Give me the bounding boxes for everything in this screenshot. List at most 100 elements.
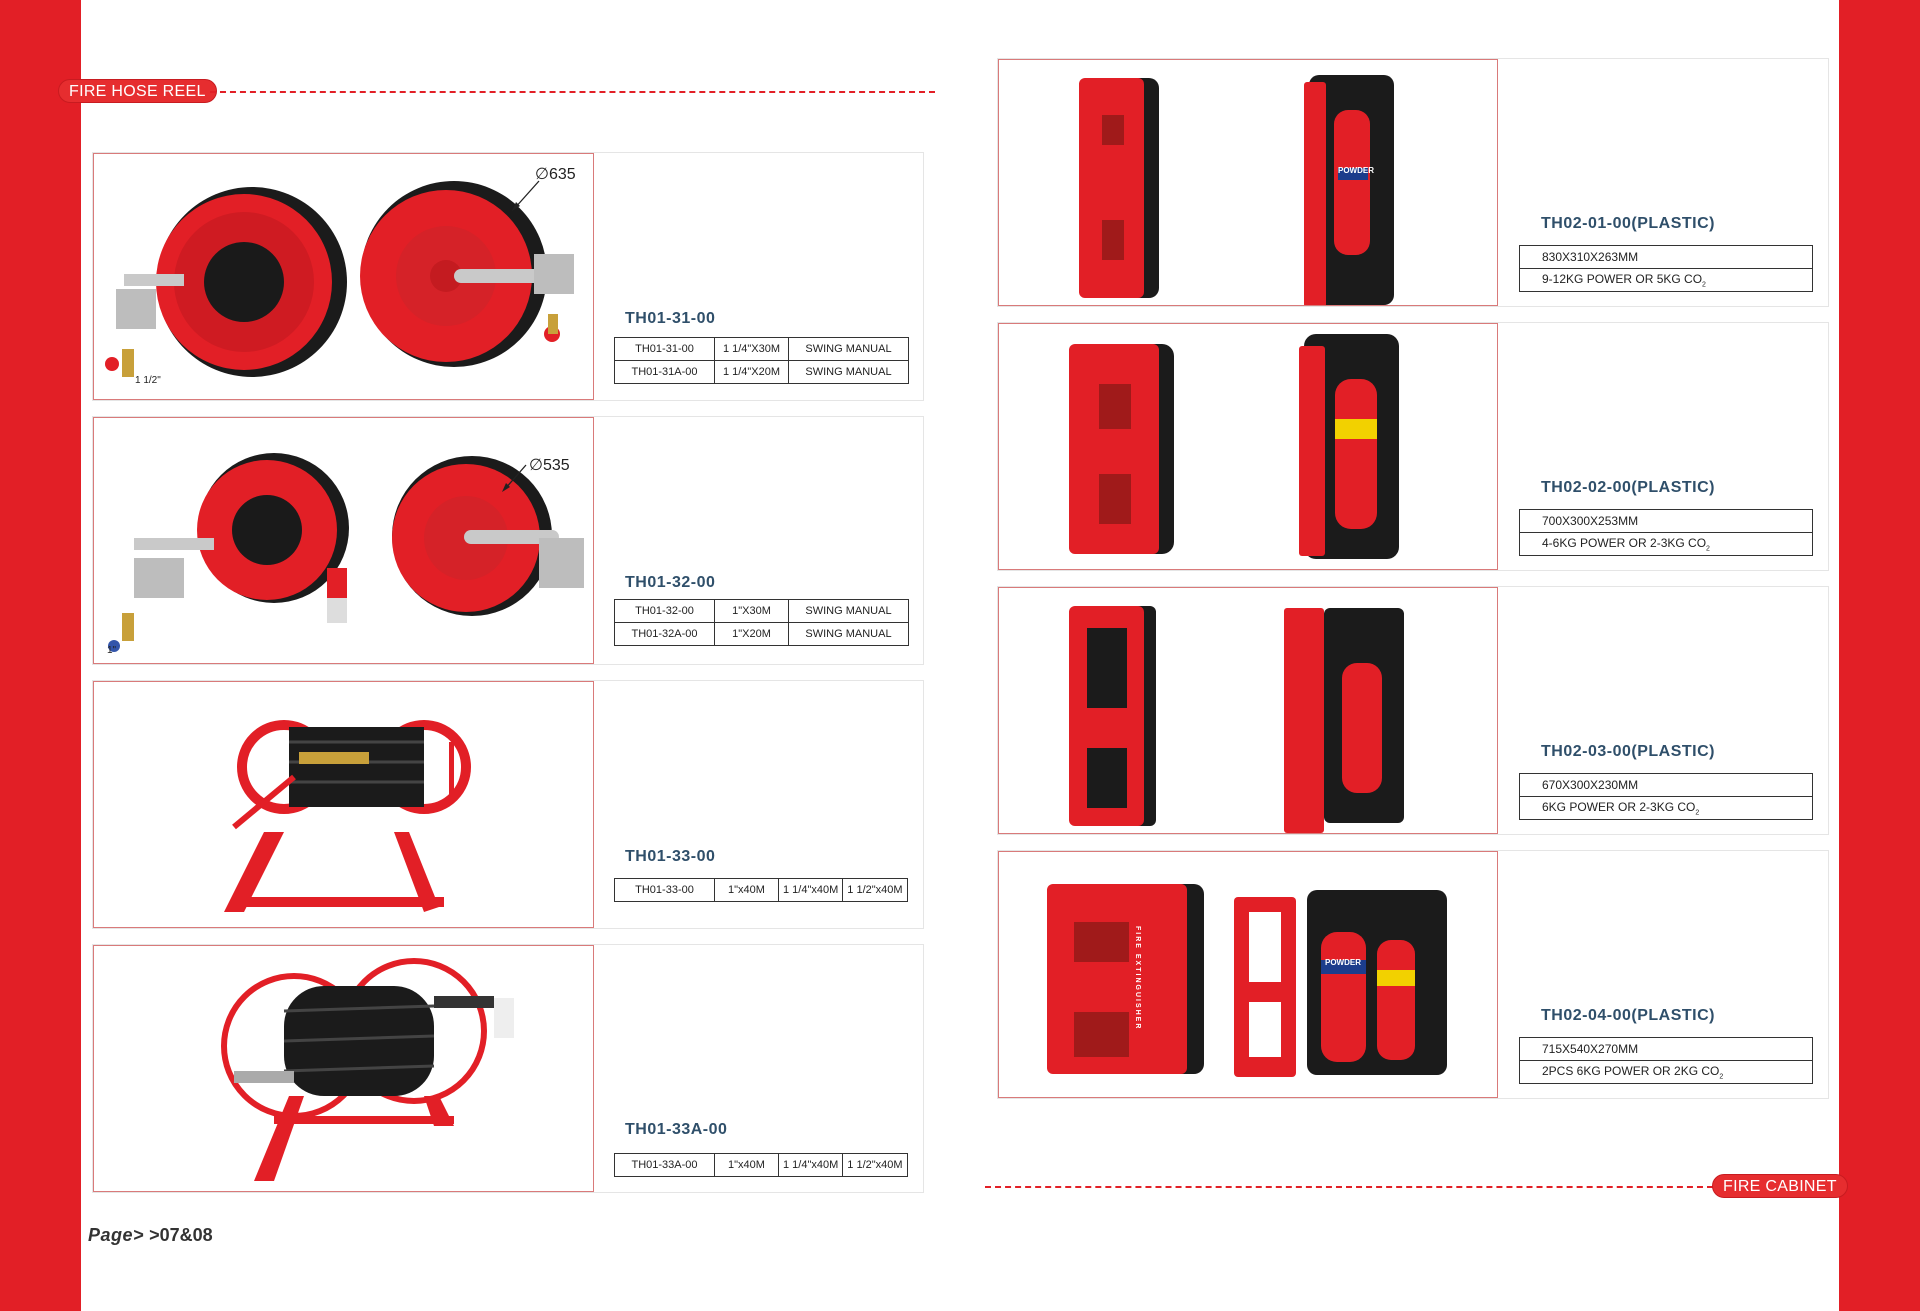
table-cell: SWING MANUAL [788,337,909,361]
diameter-label: ∅635 [535,166,576,183]
section-tag-fire-hose-reel: FIRE HOSE REEL [58,79,217,103]
vertical-cabinet-label: FIRE EXTINGUISHER [1134,926,1141,1031]
table-row: 6KG POWER OR 2-3KG CO2 [1519,796,1813,820]
table-row: 700X300X253MM [1519,509,1813,533]
table-cell: 1"x40M [714,878,779,902]
section-divider-right [985,1186,1713,1188]
cabinet-illustration [1069,334,1399,559]
page-number: >07&08 [149,1225,213,1245]
model-title: TH02-02-00(PLASTIC) [1541,479,1715,496]
product-photo [998,323,1498,570]
product-photo [93,945,594,1192]
section-tag-fire-cabinet: FIRE CABINET [1712,1174,1848,1198]
model-title: TH01-32-00 [625,574,716,591]
table-cell: 4-6KG POWER OR 2-3KG CO2 [1519,532,1813,556]
product-card-th01-32: ∅535 1" TH01-32-00 TH01-32-00 1"X30M SWI… [92,416,924,665]
table-cell: SWING MANUAL [788,599,909,623]
powder-label: POWDER [1325,958,1361,967]
product-card-th01-33: TH01-33-00 TH01-33-00 1"x40M 1 1/4"x40M … [92,680,924,929]
model-title: TH01-33-00 [625,848,716,865]
table-cell: 1"X30M [714,599,789,623]
capacity-text: 2PCS 6KG POWER OR 2KG CO [1542,1063,1720,1078]
connector-size-label: 1 1/2" [135,375,161,386]
cabinet-illustration [1069,606,1404,833]
table-row: TH01-33A-00 1"x40M 1 1/4"x40M 1 1/2"x40M [614,1153,908,1177]
model-title: TH02-04-00(PLASTIC) [1541,1007,1715,1024]
product-card-th02-02: TH02-02-00(PLASTIC) 700X300X253MM 4-6KG … [997,322,1829,571]
table-cell: 1"X20M [714,622,789,646]
table-row: TH01-32A-00 1"X20M SWING MANUAL [614,622,909,646]
spec-table: 715X540X270MM 2PCS 6KG POWER OR 2KG CO2 [1519,1037,1813,1084]
table-cell: TH01-32-00 [614,599,715,623]
table-cell: 715X540X270MM [1519,1037,1813,1061]
subscript: 2 [1695,809,1700,817]
cabinet-illustration [1047,884,1447,1077]
table-cell: TH01-33-00 [614,878,715,902]
table-cell: TH01-31A-00 [614,360,715,384]
capacity-text: 9-12KG POWER OR 5KG CO [1542,271,1703,286]
table-row: TH01-32-00 1"X30M SWING MANUAL [614,599,909,623]
spec-table: TH01-33-00 1"x40M 1 1/4"x40M 1 1/2"x40M [614,878,908,902]
cabinet-illustration [1079,75,1394,305]
powder-label: POWDER [1338,166,1374,175]
table-cell: 1 1/4"x40M [777,878,844,902]
table-cell: TH01-32A-00 [614,622,715,646]
table-cell: 830X310X263MM [1519,245,1813,269]
product-card-th02-03: TH02-03-00(PLASTIC) 670X300X230MM 6KG PO… [997,586,1829,835]
table-row: 2PCS 6KG POWER OR 2KG CO2 [1519,1060,1813,1084]
table-cell: SWING MANUAL [788,622,909,646]
spec-table: 830X310X263MM 9-12KG POWER OR 5KG CO2 [1519,245,1813,292]
page-prefix: Page> [88,1225,145,1245]
spec-table: 700X300X253MM 4-6KG POWER OR 2-3KG CO2 [1519,509,1813,556]
table-cell: 9-12KG POWER OR 5KG CO2 [1519,268,1813,292]
product-photo [93,417,594,664]
model-title: TH01-33A-00 [625,1121,728,1138]
table-cell: 670X300X230MM [1519,773,1813,797]
hose-reel-illustration [224,720,471,912]
subscript: 2 [1706,545,1710,553]
table-cell: 1 1/4"x40M [777,1153,844,1177]
connector-size-label: 1" [107,645,117,656]
table-row: TH01-33-00 1"x40M 1 1/4"x40M 1 1/2"x40M [614,878,908,902]
table-row: 830X310X263MM [1519,245,1813,269]
right-red-bar [1839,0,1920,1311]
table-row: 670X300X230MM [1519,773,1813,797]
hose-reel-illustration [105,180,574,377]
table-cell: TH01-33A-00 [614,1153,715,1177]
product-photo [93,681,594,928]
table-row: 4-6KG POWER OR 2-3KG CO2 [1519,532,1813,556]
subscript: 2 [1702,281,1706,289]
product-card-th02-01: POWDER TH02-01-00(PLASTIC) 830X310X263MM… [997,58,1829,307]
subscript: 2 [1719,1073,1724,1081]
section-divider-left [210,91,935,93]
table-cell: 1"x40M [714,1153,779,1177]
product-photo [998,851,1498,1098]
model-title: TH02-03-00(PLASTIC) [1541,743,1715,760]
diameter-label: ∅535 [529,457,570,474]
table-row: 9-12KG POWER OR 5KG CO2 [1519,268,1813,292]
page-footer: Page> >07&08 [88,1225,213,1246]
product-photo [998,587,1498,834]
table-cell: 2PCS 6KG POWER OR 2KG CO2 [1519,1060,1813,1084]
model-title: TH02-01-00(PLASTIC) [1541,215,1715,232]
spec-table: TH01-33A-00 1"x40M 1 1/4"x40M 1 1/2"x40M [614,1153,908,1177]
table-cell: TH01-31-00 [614,337,715,361]
left-red-bar [0,0,81,1311]
spec-table: TH01-31-00 1 1/4"X30M SWING MANUAL TH01-… [614,337,909,384]
table-cell: 1 1/4"X30M [714,337,789,361]
product-card-th02-04: POWDER FIRE EXTINGUISHER TH02-04-00(PLAS… [997,850,1829,1099]
hose-reel-illustration [221,958,514,1181]
product-photo [998,59,1498,306]
table-row: TH01-31-00 1 1/4"X30M SWING MANUAL [614,337,909,361]
table-row: 715X540X270MM [1519,1037,1813,1061]
spec-table: 670X300X230MM 6KG POWER OR 2-3KG CO2 [1519,773,1813,820]
hose-reel-illustration [108,453,584,652]
table-cell: 1 1/2"x40M [842,878,908,902]
product-card-th01-33a: TH01-33A-00 TH01-33A-00 1"x40M 1 1/4"x40… [92,944,924,1193]
table-cell: 1 1/4"X20M [714,360,789,384]
model-title: TH01-31-00 [625,310,716,327]
capacity-text: 6KG POWER OR 2-3KG CO [1542,799,1696,814]
table-cell: 6KG POWER OR 2-3KG CO2 [1519,796,1813,820]
spec-table: TH01-32-00 1"X30M SWING MANUAL TH01-32A-… [614,599,909,646]
table-cell: 700X300X253MM [1519,509,1813,533]
